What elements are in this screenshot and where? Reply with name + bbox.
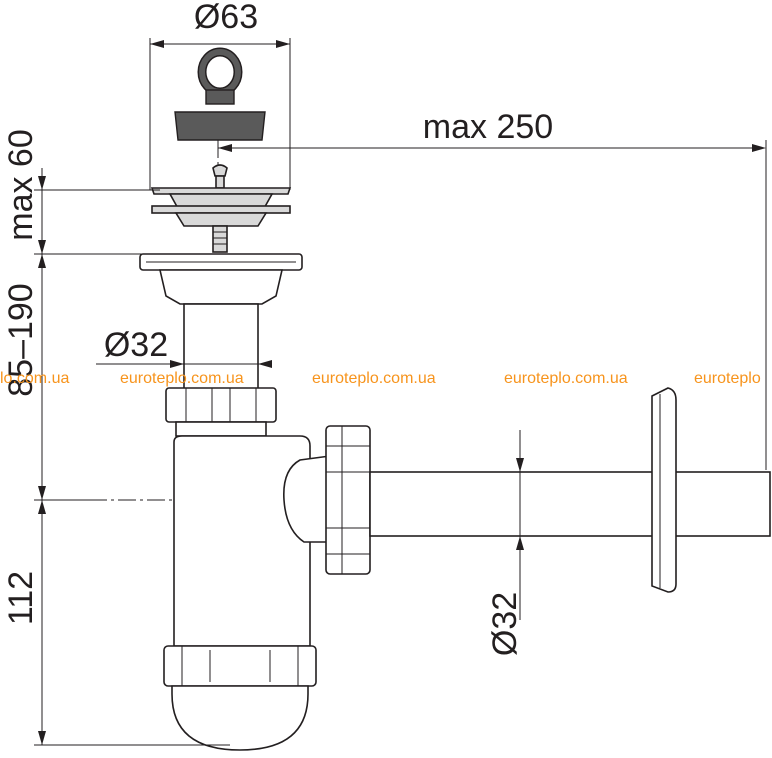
plug-diameter-label: Ø63 <box>194 0 258 36</box>
watermark-3: euroteplo.com.ua <box>312 370 436 387</box>
outlet-diameter-label: Ø32 <box>486 592 524 656</box>
strainer <box>150 164 292 253</box>
plug-neck <box>205 89 235 105</box>
outlet-assembly <box>139 253 303 393</box>
watermark-2: euroteplo.com.ua <box>120 370 244 387</box>
side-nut <box>325 425 371 575</box>
dim-tail-diameter: Ø32 <box>96 326 272 368</box>
outlet-pipe <box>369 387 771 593</box>
watermark-4: euroteplo.com.ua <box>504 370 628 387</box>
dim-max-length: max 250 <box>218 108 767 470</box>
bottom-height-label: 112 <box>2 571 40 625</box>
watermark-row: lo.com.ua euroteplo.com.ua euroteplo.com… <box>0 370 761 387</box>
screw <box>212 225 228 253</box>
plug-body <box>174 111 266 141</box>
tail-diameter-label: Ø32 <box>104 326 168 364</box>
max-height-label: max 60 <box>2 129 40 241</box>
strainer-knob <box>212 164 228 177</box>
max-length-label: max 250 <box>423 108 553 146</box>
bottom-cap <box>163 645 317 751</box>
watermark-1: lo.com.ua <box>0 370 69 387</box>
watermark-5: euroteplo <box>694 370 761 387</box>
dim-left-chain: max 60 85–190 112 <box>2 129 230 746</box>
tail-pipe <box>183 303 259 393</box>
bottle-body <box>173 435 331 647</box>
range-height-label: 85–190 <box>2 283 40 396</box>
top-nut <box>165 387 277 437</box>
dim-outlet-diameter: Ø32 <box>486 430 524 656</box>
strainer-flange <box>150 187 292 195</box>
dim-plug-diameter: Ø63 <box>149 0 291 190</box>
bottle-side-bulge <box>283 455 331 543</box>
bottom-nut <box>163 645 317 687</box>
wall-rosette <box>651 387 677 593</box>
plug-stopper <box>174 47 266 141</box>
outlet-body <box>158 269 284 305</box>
bottom-dome <box>171 685 309 751</box>
